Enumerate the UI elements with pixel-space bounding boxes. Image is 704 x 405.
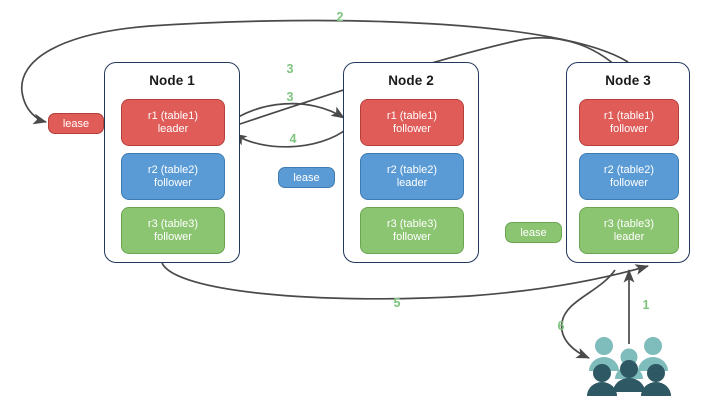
replica-node1-r1[interactable]: r1 (table1) leader <box>121 99 225 146</box>
person-front-center <box>613 360 645 392</box>
replica-name: r2 (table2) <box>603 163 655 176</box>
lease-badge-blue[interactable]: lease <box>278 167 335 188</box>
replica-role: follower <box>610 123 648 135</box>
lease-badge-green[interactable]: lease <box>505 222 562 243</box>
replica-role: leader <box>613 231 645 243</box>
node-title-2: Node 2 <box>388 73 434 88</box>
step-label-2: 2 <box>336 10 344 24</box>
replica-node2-r3[interactable]: r3 (table3) follower <box>360 207 464 254</box>
replica-role: follower <box>154 177 192 189</box>
arrow-step-6 <box>560 269 616 359</box>
person-front-left <box>587 364 617 396</box>
person-front-right <box>641 364 671 396</box>
node-container-3[interactable]: Node 3 r1 (table1) follower r2 (table2) … <box>566 62 690 263</box>
replica-node3-r1[interactable]: r1 (table1) follower <box>579 99 679 146</box>
replica-node1-r2[interactable]: r2 (table2) follower <box>121 153 225 200</box>
person-back-left <box>589 337 619 371</box>
replica-node3-r3[interactable]: r3 (table3) leader <box>579 207 679 254</box>
replica-name: r3 (table3) <box>147 217 199 230</box>
arrow-step-5 <box>161 262 649 300</box>
node-title-3: Node 3 <box>605 73 651 88</box>
node-title-1: Node 1 <box>149 73 195 88</box>
replica-name: r1 (table1) <box>147 109 199 122</box>
replica-name: r3 (table3) <box>603 217 655 230</box>
step-label-6: 6 <box>557 319 565 333</box>
replica-role: leader <box>157 123 189 135</box>
replica-role: follower <box>154 231 192 243</box>
step-label-3b: 3 <box>286 90 294 104</box>
node-container-1[interactable]: Node 1 r1 (table1) leader r2 (table2) fo… <box>104 62 240 263</box>
lease-badge-red[interactable]: lease <box>48 113 104 134</box>
step-label-1: 1 <box>642 298 650 312</box>
person-back-right <box>638 337 668 371</box>
replica-role: follower <box>393 123 431 135</box>
replica-name: r1 (table1) <box>386 109 438 122</box>
replica-name: r3 (table3) <box>386 217 438 230</box>
replica-node2-r1[interactable]: r1 (table1) follower <box>360 99 464 146</box>
arrow-step-3b <box>225 102 345 126</box>
replica-node1-r3[interactable]: r3 (table3) follower <box>121 207 225 254</box>
replica-name: r2 (table2) <box>386 163 438 176</box>
person-back-center <box>615 348 643 379</box>
replica-node3-r2[interactable]: r2 (table2) follower <box>579 153 679 200</box>
replica-node2-r2[interactable]: r2 (table2) leader <box>360 153 464 200</box>
replica-role: leader <box>396 177 428 189</box>
replica-role: follower <box>610 177 648 189</box>
step-label-5: 5 <box>393 296 401 310</box>
replica-role: follower <box>393 231 431 243</box>
node-container-2[interactable]: Node 2 r1 (table1) follower r2 (table2) … <box>343 62 479 263</box>
replica-name: r2 (table2) <box>147 163 199 176</box>
replica-name: r1 (table1) <box>603 109 655 122</box>
step-label-3a: 3 <box>286 62 294 76</box>
step-label-4: 4 <box>289 132 297 146</box>
